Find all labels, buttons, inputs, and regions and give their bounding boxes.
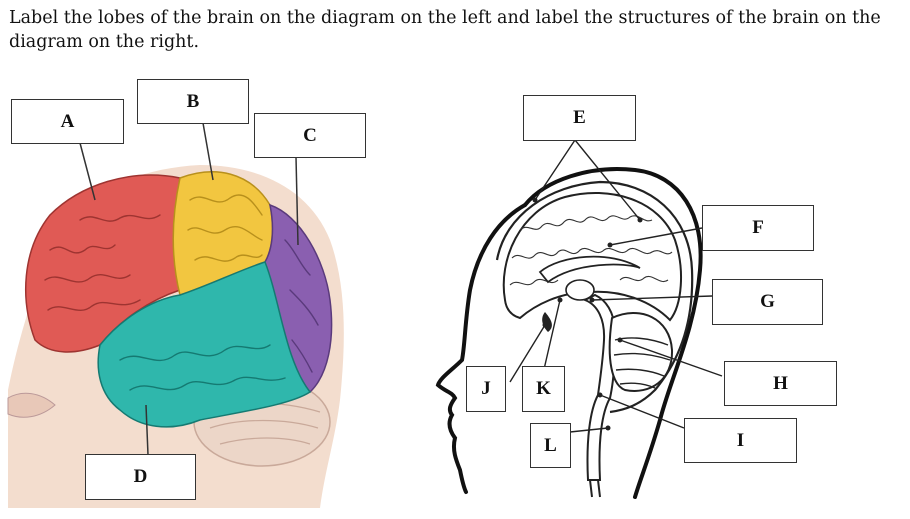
label-g-text: G bbox=[760, 291, 775, 312]
label-i-text: I bbox=[736, 429, 745, 451]
label-box-l[interactable]: L bbox=[530, 423, 571, 468]
spinal-cord bbox=[589, 479, 601, 498]
face-profile bbox=[435, 203, 527, 494]
label-h-text: H bbox=[773, 372, 788, 394]
label-box-e[interactable]: E bbox=[523, 95, 636, 141]
instructions-text: Label the lobes of the brain on the diag… bbox=[9, 8, 881, 52]
label-box-h[interactable]: H bbox=[724, 361, 837, 406]
label-e-text: E bbox=[573, 107, 586, 128]
cerebellum-right bbox=[608, 312, 674, 392]
label-b-text: B bbox=[186, 90, 200, 112]
head-profile bbox=[523, 167, 703, 499]
thalamus-shape bbox=[565, 279, 595, 301]
label-c-text: C bbox=[303, 124, 317, 146]
corpus-callosum bbox=[538, 255, 641, 284]
label-box-i[interactable]: I bbox=[684, 418, 797, 463]
label-d-text: D bbox=[133, 466, 148, 487]
temporal-lobe bbox=[97, 261, 312, 428]
label-k-text: K bbox=[536, 378, 551, 399]
label-box-d[interactable]: D bbox=[85, 454, 196, 500]
label-a-text: A bbox=[60, 110, 75, 132]
label-box-c[interactable]: C bbox=[254, 113, 366, 158]
label-box-a[interactable]: A bbox=[11, 99, 124, 144]
pituitary-shape bbox=[542, 312, 552, 332]
label-box-j[interactable]: J bbox=[466, 366, 506, 412]
label-l-text: L bbox=[544, 434, 557, 456]
label-f-text: F bbox=[752, 217, 764, 238]
label-box-k[interactable]: K bbox=[522, 366, 565, 412]
label-j-text: J bbox=[481, 378, 491, 399]
eye-shape bbox=[7, 392, 56, 418]
label-box-b[interactable]: B bbox=[137, 79, 249, 124]
label-box-g[interactable]: G bbox=[712, 279, 823, 325]
label-box-f[interactable]: F bbox=[702, 205, 814, 251]
